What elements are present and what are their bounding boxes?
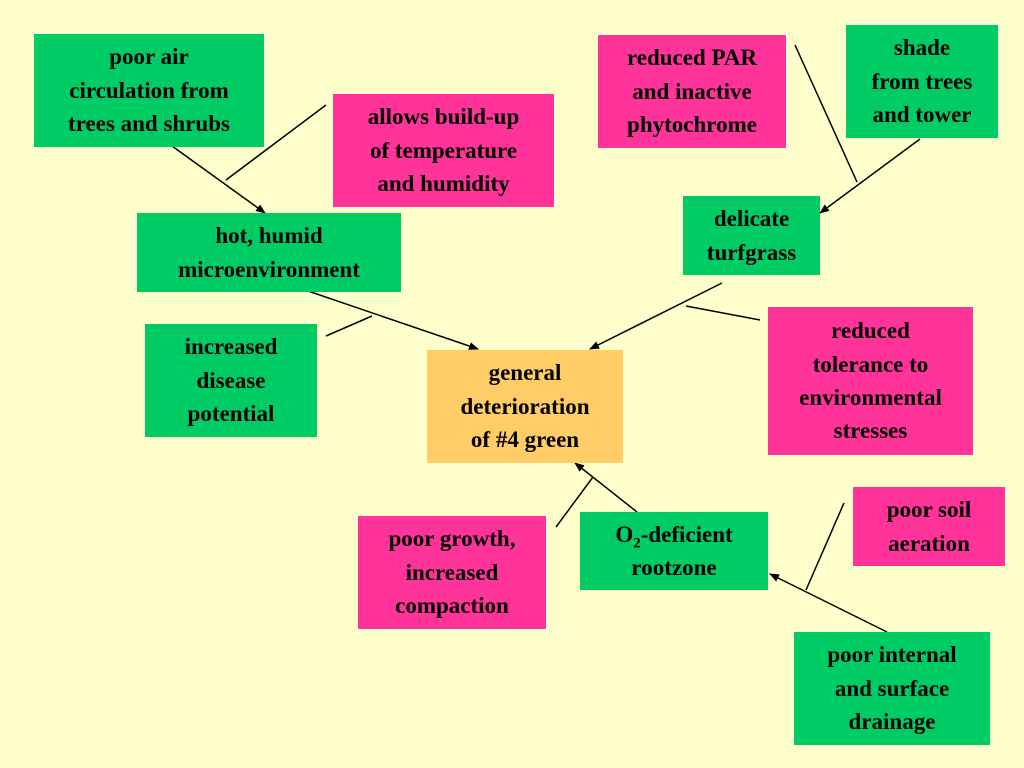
arrow-hot-to-general: [307, 290, 479, 350]
arrow-shade-to-delicate: [819, 138, 921, 214]
label-line-disease: [325, 315, 373, 337]
o2-subscript: 2: [633, 535, 641, 552]
arrow-o2-to-general: [574, 462, 638, 513]
node-poor-growth-compaction: poor growth, increased compaction: [358, 516, 546, 629]
label-line-poor-growth: [555, 476, 594, 528]
o2-label-line2: rootzone: [631, 555, 717, 580]
arrow-drainage-to-o2: [769, 573, 888, 633]
node-poor-air-circulation: poor air circulation from trees and shru…: [34, 34, 264, 147]
node-general-deterioration: general deterioration of #4 green: [427, 350, 623, 463]
node-temperature-humidity-buildup: allows build-up of temperature and humid…: [333, 94, 554, 207]
node-delicate-turfgrass: delicate turfgrass: [683, 196, 820, 275]
o2-label-suffix: -deficient: [640, 521, 733, 547]
node-increased-disease-potential: increased disease potential: [145, 324, 317, 437]
label-line-buildup: [225, 104, 327, 181]
o2-label-prefix: O: [615, 521, 634, 547]
label-line-soil: [805, 502, 845, 591]
arrow-delicate-to-general: [589, 282, 723, 350]
arrow-air-to-hot: [171, 145, 266, 214]
node-hot-humid-microenvironment: hot, humid microenvironment: [137, 213, 401, 292]
node-shade-trees-tower: shade from trees and tower: [846, 25, 998, 138]
label-line-par: [794, 44, 858, 183]
label-line-tolerance: [685, 305, 761, 321]
node-poor-soil-aeration: poor soil aeration: [853, 487, 1005, 566]
node-o2-deficient-rootzone: O2-deficient rootzone: [580, 512, 768, 590]
node-reduced-tolerance: reduced tolerance to environmental stres…: [768, 307, 973, 455]
node-reduced-par: reduced PAR and inactive phytochrome: [598, 35, 786, 148]
node-poor-drainage: poor internal and surface drainage: [794, 632, 990, 745]
